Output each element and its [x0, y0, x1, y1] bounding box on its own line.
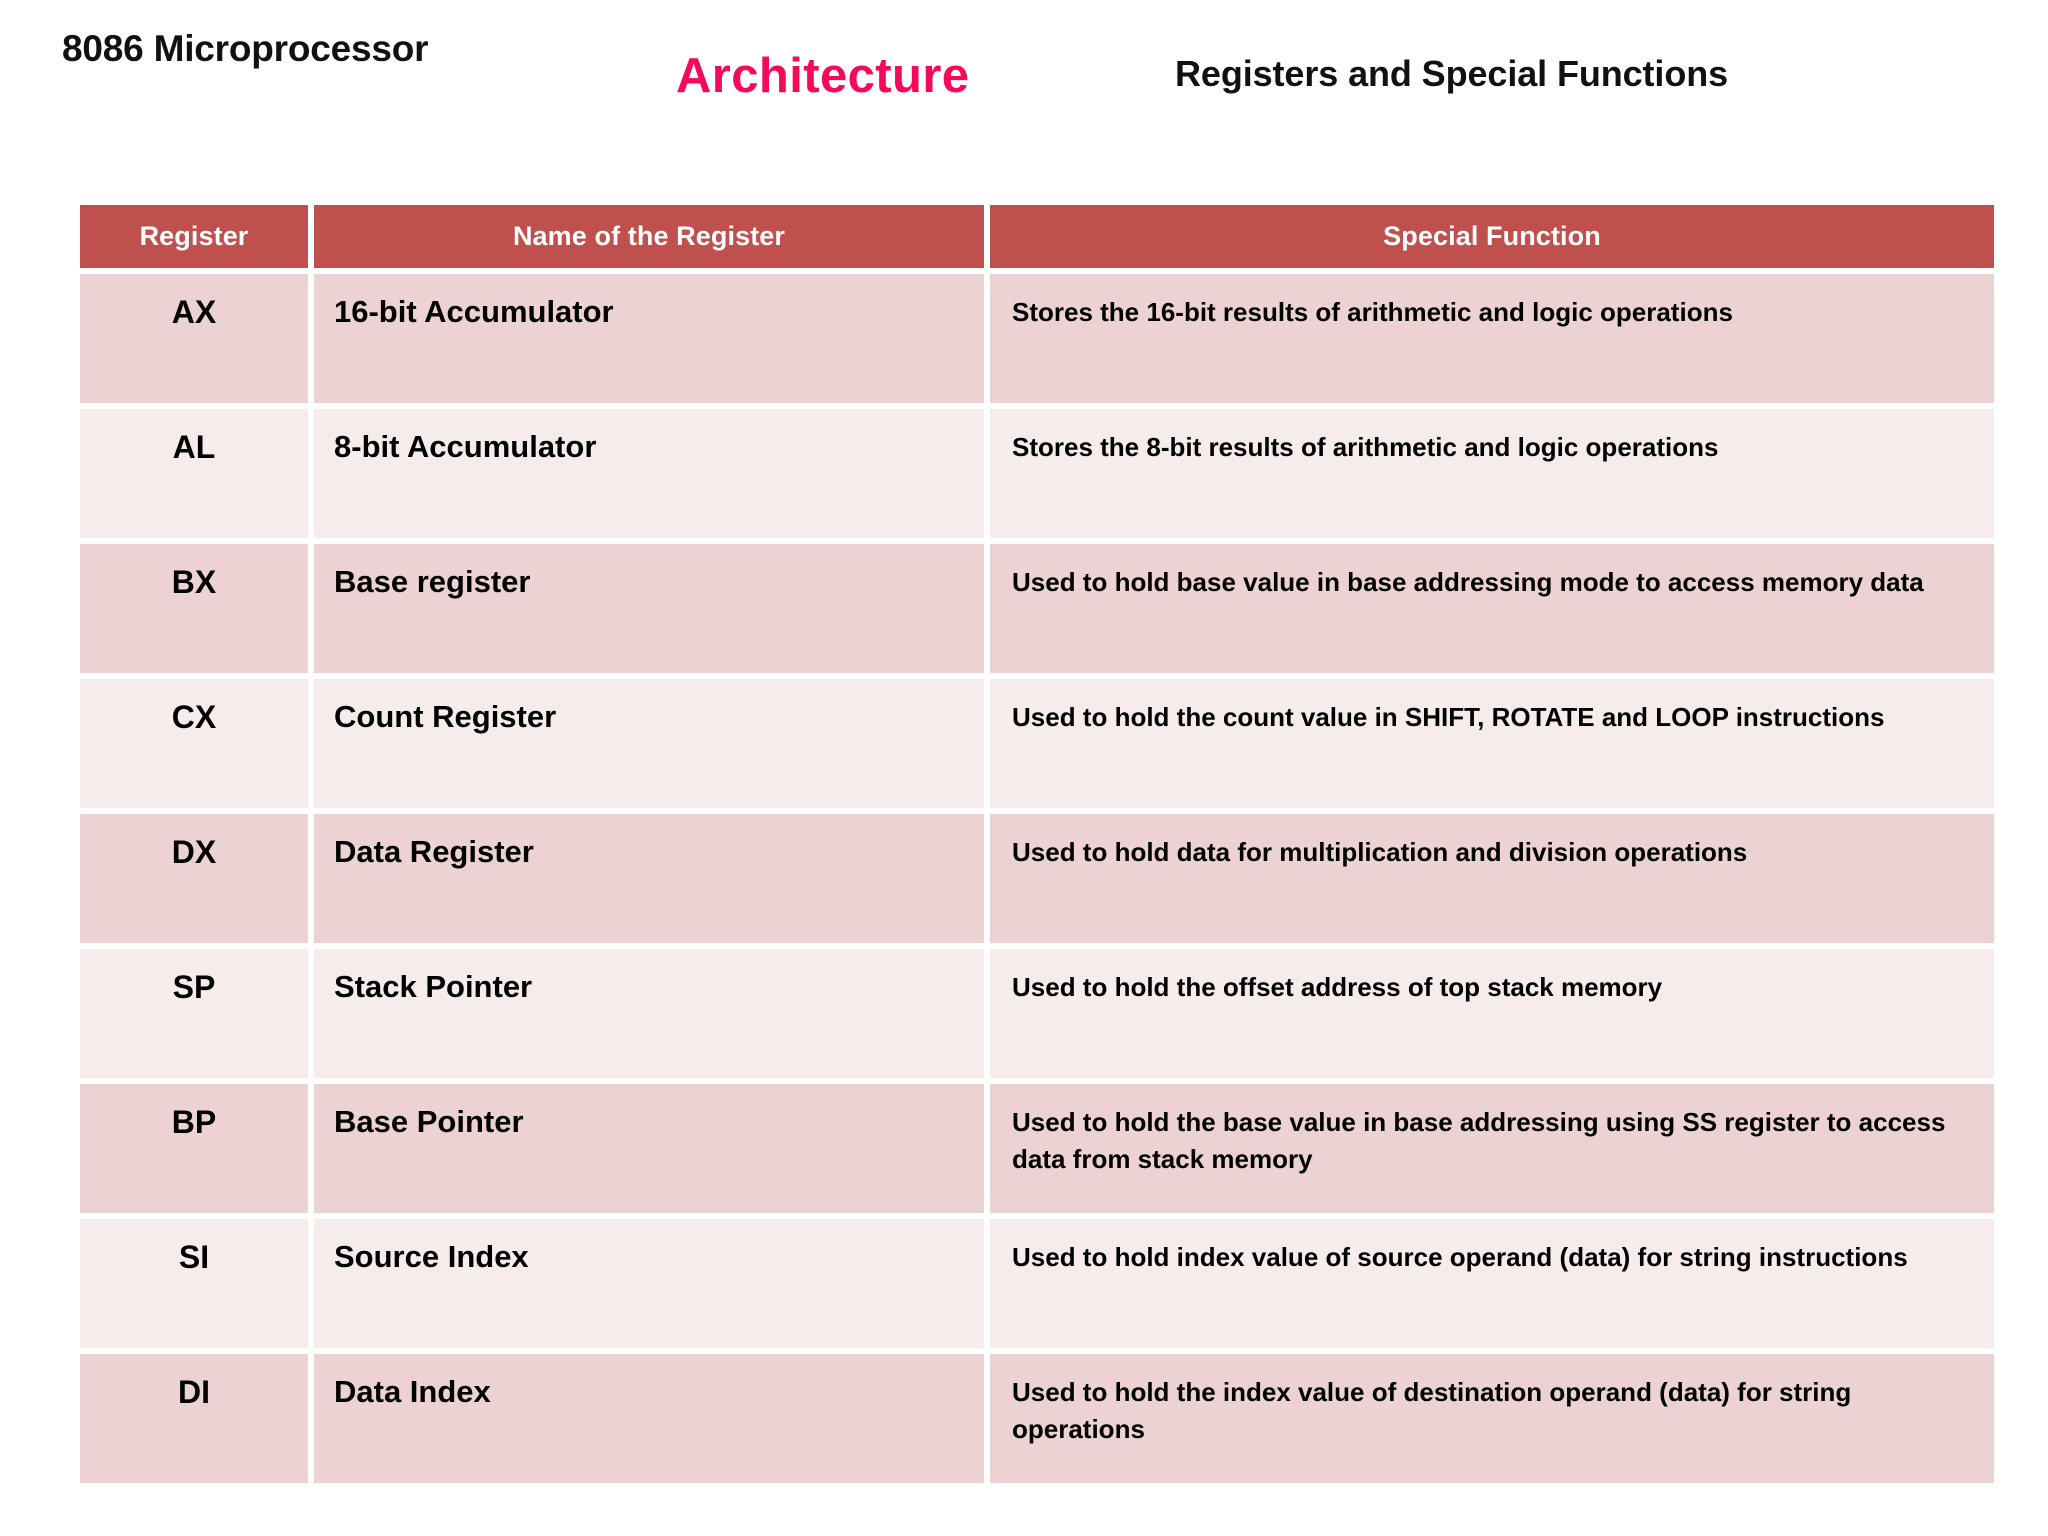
cell-register-name: Data Register — [314, 814, 984, 943]
cell-register-name: Data Index — [314, 1354, 984, 1483]
table-row: SI Source Index Used to hold index value… — [80, 1219, 1994, 1348]
cell-special-function: Used to hold index value of source opera… — [990, 1219, 1994, 1348]
cell-special-function: Used to hold the offset address of top s… — [990, 949, 1994, 1078]
cell-special-function: Stores the 16-bit results of arithmetic … — [990, 274, 1994, 403]
column-header-name-of-register: Name of the Register — [314, 205, 984, 268]
cell-register-name: Count Register — [314, 679, 984, 808]
cell-register-name: Source Index — [314, 1219, 984, 1348]
cell-register-name: 8-bit Accumulator — [314, 409, 984, 538]
table-row: BX Base register Used to hold base value… — [80, 544, 1994, 673]
cell-register: SP — [80, 949, 308, 1078]
cell-register: DI — [80, 1354, 308, 1483]
cell-special-function: Stores the 8-bit results of arithmetic a… — [990, 409, 1994, 538]
table-header-row: Register Name of the Register Special Fu… — [80, 205, 1994, 268]
table-row: DI Data Index Used to hold the index val… — [80, 1354, 1994, 1483]
cell-register: AX — [80, 274, 308, 403]
cell-register-name: Stack Pointer — [314, 949, 984, 1078]
table-row: AX 16-bit Accumulator Stores the 16-bit … — [80, 274, 1994, 403]
cell-register: AL — [80, 409, 308, 538]
cell-register: SI — [80, 1219, 308, 1348]
cell-register: BP — [80, 1084, 308, 1213]
table-row: AL 8-bit Accumulator Stores the 8-bit re… — [80, 409, 1994, 538]
cell-register: DX — [80, 814, 308, 943]
slide-header: 8086 Microprocessor Architecture Registe… — [0, 0, 2048, 150]
page-title: 8086 Microprocessor — [62, 28, 429, 69]
section-title: Architecture — [676, 49, 970, 103]
table-row: DX Data Register Used to hold data for m… — [80, 814, 1994, 943]
table-row: BP Base Pointer Used to hold the base va… — [80, 1084, 1994, 1213]
cell-register: BX — [80, 544, 308, 673]
column-header-register: Register — [80, 205, 308, 268]
table-row: SP Stack Pointer Used to hold the offset… — [80, 949, 1994, 1078]
cell-special-function: Used to hold base value in base addressi… — [990, 544, 1994, 673]
cell-register-name: Base register — [314, 544, 984, 673]
cell-register-name: Base Pointer — [314, 1084, 984, 1213]
cell-register-name: 16-bit Accumulator — [314, 274, 984, 403]
subsection-title: Registers and Special Functions — [1175, 53, 1729, 94]
registers-table: Register Name of the Register Special Fu… — [80, 205, 1994, 1483]
cell-special-function: Used to hold the count value in SHIFT, R… — [990, 679, 1994, 808]
cell-register: CX — [80, 679, 308, 808]
column-header-special-function: Special Function — [990, 205, 1994, 268]
cell-special-function: Used to hold the index value of destinat… — [990, 1354, 1994, 1483]
table-row: CX Count Register Used to hold the count… — [80, 679, 1994, 808]
cell-special-function: Used to hold data for multiplication and… — [990, 814, 1994, 943]
cell-special-function: Used to hold the base value in base addr… — [990, 1084, 1994, 1213]
